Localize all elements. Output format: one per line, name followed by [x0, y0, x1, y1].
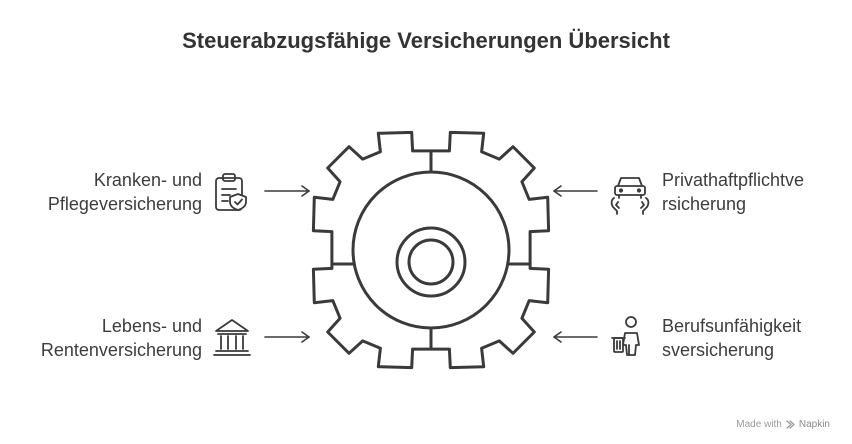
gear-hub-outer [395, 226, 467, 298]
label-line-1: Lebens- und [101, 316, 202, 336]
label-line-2: rsicherung [662, 194, 747, 214]
gear-inner-ring [351, 170, 511, 330]
gear-outline [311, 130, 551, 370]
arrow-left-top [264, 185, 310, 197]
diagram-title: Steuerabzugsfähige Versicherungen Übersi… [182, 28, 670, 53]
footer-made-with: Made with Napkin [736, 419, 830, 430]
label-line-1: Berufsunfähigkeit [662, 316, 802, 336]
arrow-right-bottom [553, 331, 598, 343]
arrow-left-bottom [264, 331, 310, 343]
napkin-logo-icon [786, 420, 795, 429]
person-trash-icon [611, 316, 640, 356]
label-berufsunfaehigkeit: Berufsunfähigkeit sversicherung [662, 314, 801, 362]
arrow-right-top [553, 185, 598, 197]
gear-hub-inner [407, 238, 455, 286]
label-line-2: Pflegeversicherung [47, 194, 202, 214]
label-line-1: Privathaftpflichtve [662, 170, 805, 190]
label-privathaftpflicht: Privathaftpflichtve rsicherung [662, 168, 804, 216]
label-line-2: sversicherung [662, 340, 775, 360]
label-line-2: Rentenversicherung [40, 340, 202, 360]
footer-brand: Napkin [798, 419, 830, 430]
label-kranken-pflege: Kranken- und Pflegeversicherung [48, 168, 202, 216]
car-hands-icon [610, 177, 650, 215]
label-line-1: Kranken- und [93, 170, 202, 190]
clipboard-shield-icon [215, 173, 247, 211]
footer-text: Made with [736, 419, 782, 430]
bank-building-icon [213, 319, 251, 356]
label-lebens-renten: Lebens- und Rentenversicherung [41, 314, 202, 362]
